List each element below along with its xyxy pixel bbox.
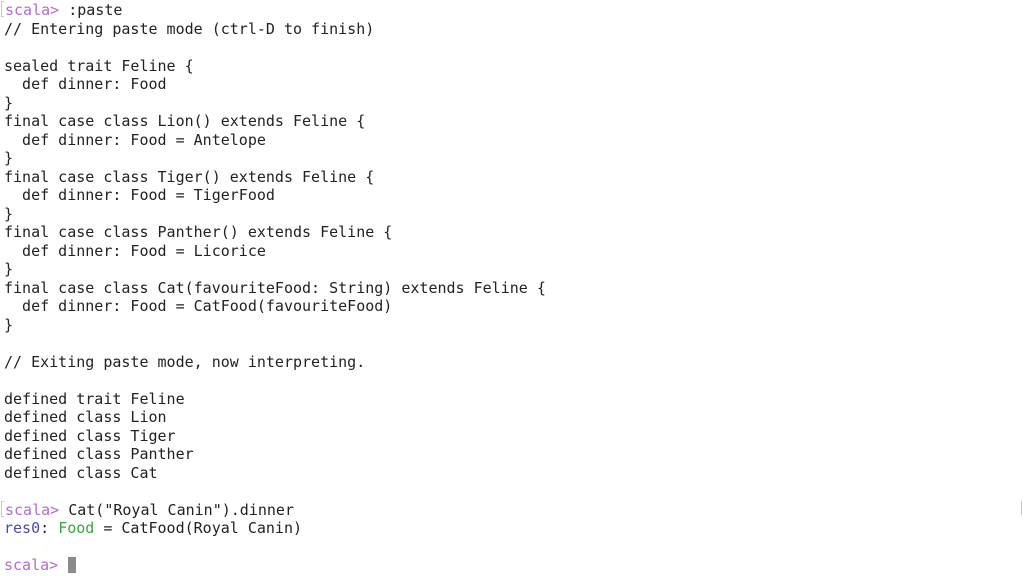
- output-line: def dinner: Food = CatFood(favouriteFood…: [4, 297, 393, 315]
- output-line: }: [4, 149, 14, 167]
- output-line: final case class Cat(favouriteFood: Stri…: [4, 278, 546, 297]
- output-line: }: [4, 260, 14, 278]
- output-line: final case class Lion() extends Feline {: [4, 112, 366, 130]
- output-line: [0, 371, 1024, 390]
- prompt-line-command: scala> Cat("Royal Canin").dinner: [0, 500, 1024, 520]
- prompt-label: scala>: [5, 500, 60, 519]
- output-line: def dinner: Food: [4, 75, 167, 93]
- output-line: defined class Cat: [4, 463, 158, 482]
- output-line: def dinner: Food = TigerFood: [4, 186, 275, 204]
- mark-bracket: [1, 1, 4, 17]
- output-line: defined trait Feline: [4, 389, 185, 408]
- output-line: defined class Lion: [4, 408, 167, 426]
- result-separator: :: [40, 519, 59, 537]
- output-line: }: [4, 204, 14, 223]
- command-text: :paste: [68, 1, 123, 19]
- output-line: sealed trait Feline {: [4, 56, 194, 75]
- mark-bracket: [1, 500, 4, 517]
- result-name: res0: [4, 519, 41, 537]
- output-line: def dinner: Food = Antelope: [4, 130, 266, 149]
- output-line: [0, 38, 1024, 57]
- output-line: // Entering paste mode (ctrl-D to finish…: [4, 19, 375, 38]
- blank-line: [0, 538, 1024, 557]
- output-line: final case class Panther() extends Felin…: [4, 223, 393, 241]
- output-line: defined class Tiger: [4, 426, 176, 445]
- output-line: def dinner: Food = Licorice: [4, 241, 266, 260]
- prompt-line-paste: scala> :paste: [0, 1, 1024, 20]
- text-cursor[interactable]: [68, 557, 77, 573]
- result-value: = CatFood(Royal Canin): [94, 519, 303, 537]
- result-line: res0: Food = CatFood(Royal Canin): [0, 519, 1024, 538]
- result-type: Food: [58, 519, 95, 537]
- prompt-line-active[interactable]: scala>: [0, 556, 1024, 575]
- output-line: // Exiting paste mode, now interpreting.: [4, 352, 366, 371]
- output-line: }: [4, 315, 14, 334]
- prompt-label: scala>: [4, 556, 59, 574]
- edge-mark: [1021, 501, 1022, 515]
- output-line: defined class Panther: [4, 445, 194, 463]
- output-line: }: [4, 93, 14, 112]
- prompt-label: scala>: [5, 1, 60, 19]
- output-line: final case class Tiger() extends Feline …: [4, 167, 375, 186]
- output-line: [0, 334, 1024, 353]
- output-line: [0, 482, 1024, 501]
- command-text: Cat("Royal Canin").dinner: [68, 500, 294, 519]
